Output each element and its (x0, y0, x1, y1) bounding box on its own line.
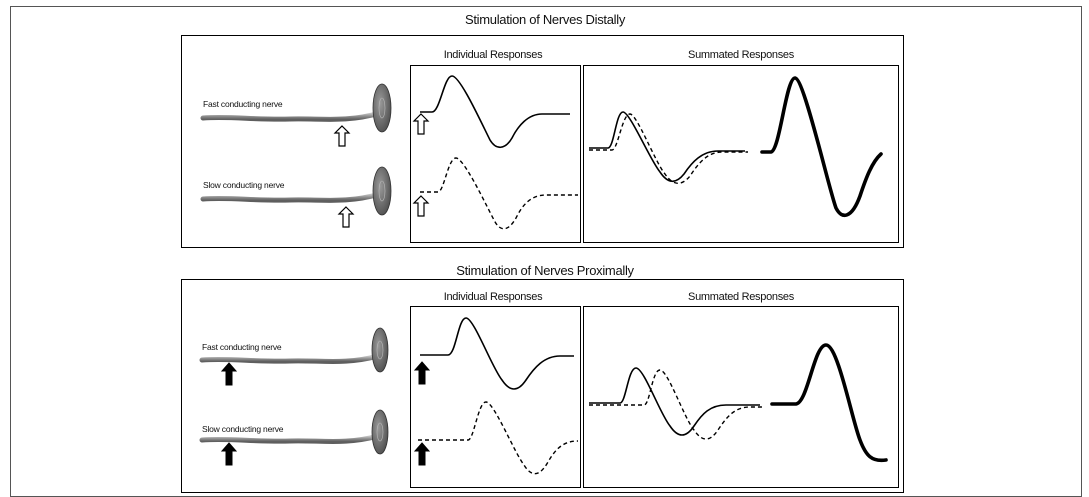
distal-slow-nerve (200, 166, 392, 216)
distal-individual-fast-trace (420, 75, 570, 149)
distal-summated-box (583, 65, 899, 243)
distal-panel (181, 35, 904, 248)
distal-slow-electrode (372, 166, 392, 216)
distal-individual-fast-arrow (412, 113, 430, 135)
proximal-individual-slow-trace (418, 401, 579, 475)
proximal-fast-stim-arrow (220, 362, 238, 386)
distal-summated-fast-trace (589, 111, 745, 183)
distal-fast-nerve-label: Fast conducting nerve (203, 99, 283, 109)
distal-section-title: Stimulation of Nerves Distally (464, 12, 626, 27)
distal-fast-nerve (200, 83, 392, 133)
proximal-fast-nerve (199, 327, 389, 373)
proximal-panel (181, 279, 904, 493)
proximal-slow-nerve (199, 409, 389, 455)
proximal-fast-electrode (371, 327, 389, 373)
proximal-individual-title: Individual Responses (443, 291, 543, 303)
distal-individual-slow-trace (420, 157, 578, 230)
proximal-individual-box (410, 306, 581, 488)
distal-slow-stim-arrow (337, 206, 355, 228)
proximal-slow-nerve-label: Slow conducting nerve (202, 424, 284, 434)
proximal-fast-nerve-label: Fast conducting nerve (202, 342, 282, 352)
distal-fast-stim-arrow (333, 125, 351, 147)
distal-individual-box (410, 65, 581, 243)
distal-fast-electrode (372, 83, 392, 133)
distal-summated-combined-trace (760, 76, 883, 218)
proximal-individual-fast-arrow (413, 361, 431, 385)
distal-summated-title: Summated Responses (688, 49, 794, 61)
proximal-summated-title: Summated Responses (688, 291, 794, 303)
proximal-summated-box (583, 306, 899, 488)
proximal-summated-combined-trace (770, 343, 888, 463)
proximal-summated-fast-trace (589, 367, 760, 436)
proximal-individual-slow-arrow (413, 442, 431, 466)
distal-individual-slow-arrow (412, 195, 430, 217)
proximal-summated-slow-trace (589, 369, 762, 440)
proximal-individual-fast-trace (420, 317, 574, 390)
proximal-slow-electrode (371, 409, 389, 455)
proximal-section-title: Stimulation of Nerves Proximally (456, 263, 634, 278)
distal-slow-nerve-label: Slow conducting nerve (203, 180, 285, 190)
proximal-slow-stim-arrow (220, 442, 238, 466)
distal-individual-title: Individual Responses (443, 49, 543, 61)
distal-summated-slow-trace (589, 113, 748, 184)
